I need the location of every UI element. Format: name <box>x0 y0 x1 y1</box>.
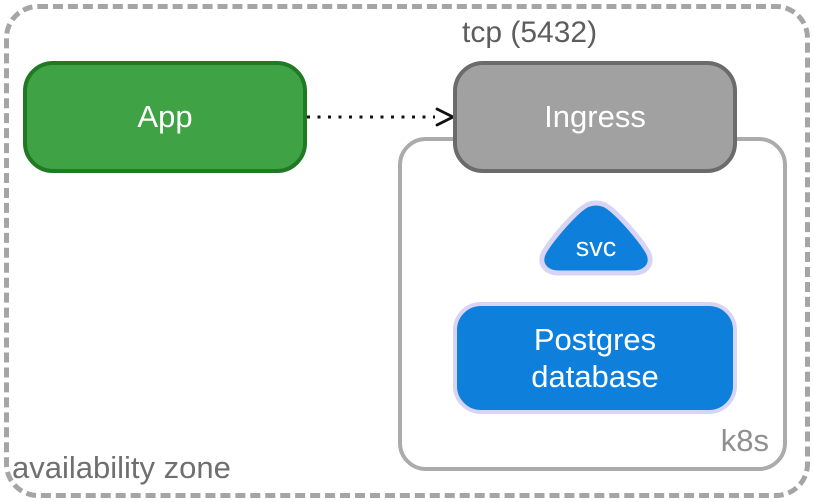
svc-label: svc <box>576 232 617 262</box>
edge-label-tcp-5432: tcp (5432) <box>462 16 598 49</box>
postgres-label-line1: Postgres <box>533 322 657 357</box>
dotted-arrow-app-to-ingress <box>307 107 457 127</box>
node-ingress: Ingress <box>453 61 737 173</box>
postgres-label-line2: database <box>531 359 659 394</box>
node-postgres: Postgres database <box>453 302 737 414</box>
availability-zone-label: availability zone <box>12 450 231 485</box>
node-app: App <box>23 61 307 173</box>
app-label: App <box>137 99 193 134</box>
k8s-zone-label: k8s <box>720 423 769 458</box>
arrowhead-icon <box>435 107 457 127</box>
svc-pentagon-shape <box>539 200 653 276</box>
node-svc: svc <box>539 200 653 276</box>
ingress-label: Ingress <box>544 99 646 134</box>
availability-zone-boundary <box>4 4 810 498</box>
